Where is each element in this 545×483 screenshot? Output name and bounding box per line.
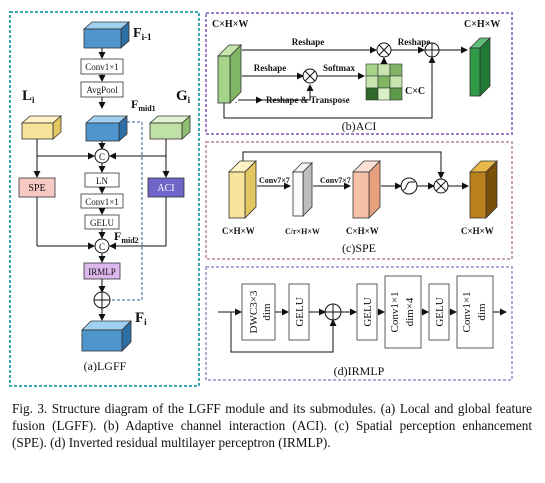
aci-panel	[205, 12, 513, 135]
irmlp-conv-b-dim: dim	[476, 303, 488, 321]
f-mid1-label: Fmid1	[131, 97, 156, 113]
spe-title: (c)SPE	[342, 241, 376, 255]
aci-output-dims: C×H×W	[464, 19, 500, 30]
dwc-box	[241, 283, 276, 341]
spe-dims-mid: C/r×H×W	[285, 227, 320, 236]
concat-2-label: C	[99, 242, 105, 252]
irmlp-conv-a-dim: dim×4	[404, 297, 416, 326]
lgff-gelu-label: GELU	[90, 218, 114, 228]
spe-panel	[205, 141, 513, 260]
f-mid2-label: Fmid2	[114, 229, 139, 245]
diagram: Fi-1 Conv1×1 AvgPool Li Fmid1 Gi C SPE A…	[9, 11, 513, 387]
ln-label: LN	[96, 176, 108, 186]
spe-input-slab	[228, 160, 257, 219]
figure-caption: Fig. 3. Structure diagram of the LGFF mo…	[12, 401, 532, 450]
irmlp-conv-a-box	[384, 275, 422, 349]
dwc-label: DWC3×3	[248, 290, 260, 333]
lgff-aci-label: ACI	[157, 183, 174, 194]
aci-title: (b)ACI	[342, 119, 377, 133]
spe-mid-slab	[292, 162, 313, 217]
aci-input-slab	[217, 44, 242, 104]
lgff-conv-label: Conv1×1	[85, 62, 119, 72]
l-label: Li	[22, 88, 35, 105]
f-mid1-cube	[84, 115, 129, 142]
f-prev-label: Fi-1	[133, 26, 152, 42]
lgff-irmlp-label: IRMLP	[88, 267, 116, 277]
aci-input-dims: C×H×W	[212, 19, 248, 30]
irmlp-conv-b-label: Conv1×1	[461, 291, 473, 332]
avgpool-label: AvgPool	[86, 85, 118, 95]
irmlp-gelu2-label: GELU	[362, 297, 374, 326]
f-out-cube	[81, 320, 132, 352]
sigmoid-icon	[400, 177, 418, 195]
aci-reshape-out: Reshape	[398, 37, 431, 47]
lgff-conv2-label: Conv1×1	[85, 197, 119, 207]
aci-reshape-transpose: Reshape & Transpose	[266, 95, 350, 105]
spe-output-slab	[469, 160, 498, 219]
irmlp-gelu3-label: GELU	[434, 297, 446, 326]
irmlp-conv-a-label: Conv1×1	[389, 291, 401, 332]
lgff-spe-label: SPE	[28, 183, 45, 194]
g-cube	[148, 115, 192, 140]
concat-1-label: C	[99, 152, 105, 162]
lgff-panel	[9, 11, 200, 387]
aci-reshape-mid: Reshape	[254, 63, 287, 73]
f-out-label: Fi	[135, 310, 147, 327]
aci-cxc-matrix	[365, 63, 403, 101]
dwc-dim-label: dim	[261, 303, 273, 321]
spe-dims-in: C×H×W	[222, 226, 255, 236]
f-prev-cube	[82, 21, 131, 49]
aci-reshape-top: Reshape	[292, 37, 325, 47]
lgff-title: (a)LGFF	[84, 359, 127, 373]
aci-cxc-label: C×C	[405, 86, 425, 97]
spe-conv7a: Conv7×7	[259, 176, 290, 185]
spe-dims-out: C×H×W	[461, 226, 494, 236]
irmlp-conv-b-box	[456, 275, 494, 349]
spe-conv7b: Conv7×7	[320, 176, 351, 185]
spe-dims-mid2: C×H×W	[346, 226, 379, 236]
aci-output-slab	[469, 37, 491, 97]
g-label: Gi	[176, 88, 191, 105]
irmlp-panel	[205, 266, 513, 381]
spe-pink-slab	[352, 160, 381, 219]
aci-softmax: Softmax	[323, 63, 355, 73]
irmlp-gelu1-label: GELU	[294, 297, 306, 326]
l-cube	[20, 115, 63, 140]
irmlp-title: (d)IRMLP	[334, 364, 385, 378]
